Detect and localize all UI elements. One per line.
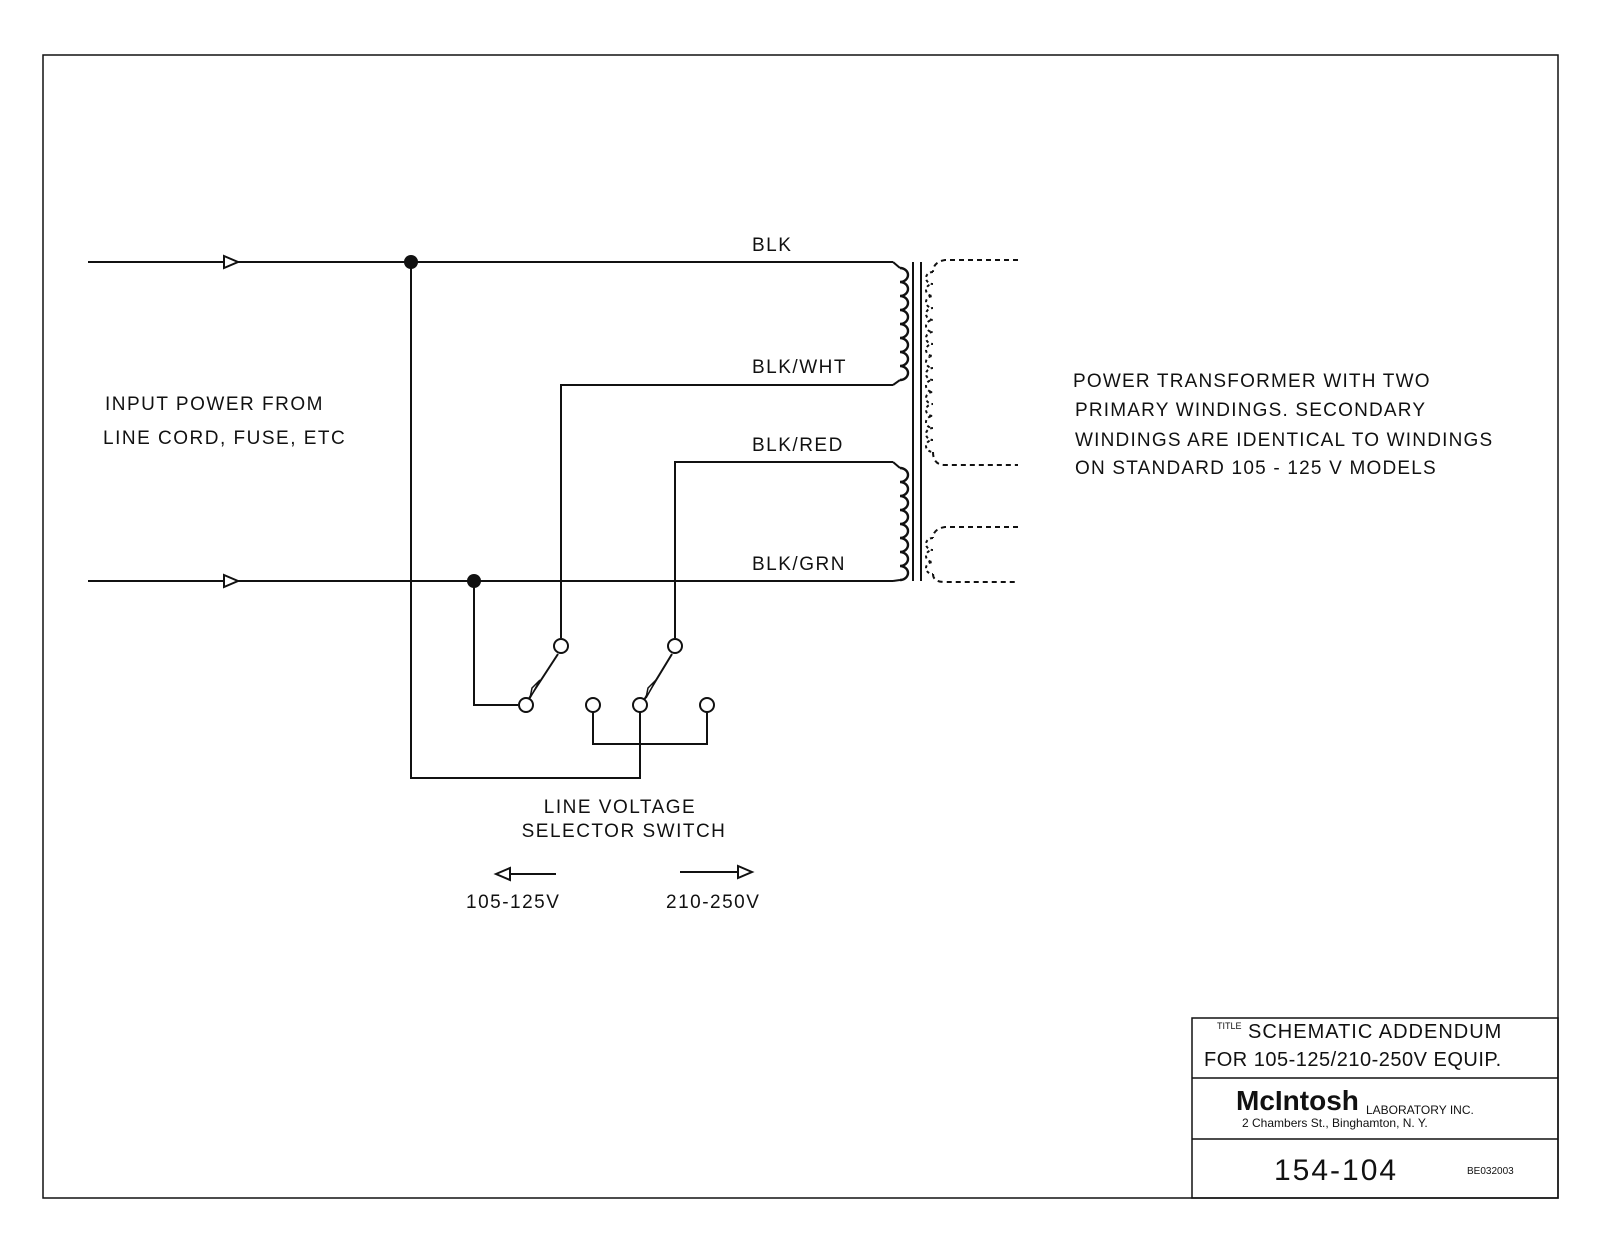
label-blk-wht: BLK/WHT: [752, 357, 847, 378]
drawing-border: [42, 54, 1559, 1199]
input-line-top: [88, 254, 893, 270]
transformer-note-line2: PRIMARY WINDINGS. SECONDARY: [1075, 400, 1426, 421]
input-line-bottom: [88, 573, 893, 589]
title-line1: SCHEMATIC ADDENDUM: [1248, 1021, 1502, 1043]
switch-terminal: [667, 638, 683, 654]
switch-blade-1: [527, 653, 559, 701]
switch-terminal: [632, 697, 648, 713]
transformer-secondary-winding-1: [925, 259, 1018, 466]
company-logo: McIntosh: [1236, 1085, 1359, 1116]
wire-contact-bridge: [592, 712, 708, 745]
switch-blade-2: [643, 653, 673, 701]
switch-terminal: [518, 697, 534, 713]
arrow-right-icon: [223, 254, 241, 270]
range-label-left: 105-125V: [466, 892, 560, 913]
wire-blk-wht: [560, 384, 893, 638]
company-name: LABORATORY INC.: [1366, 1103, 1474, 1117]
label-blk: BLK: [752, 235, 792, 256]
wire-blk-red: [674, 461, 893, 638]
transformer-primary-winding-1: [892, 261, 910, 386]
company-address: 2 Chambers St., Binghamton, N. Y.: [1242, 1116, 1428, 1130]
transformer-note-line4: ON STANDARD 105 - 125 V MODELS: [1075, 458, 1437, 479]
input-description-line1: INPUT POWER FROM: [105, 394, 324, 415]
label-blk-red: BLK/RED: [752, 435, 844, 456]
arrow-right-icon: [680, 864, 755, 880]
input-description-line2: LINE CORD, FUSE, ETC: [103, 428, 346, 449]
wire-common-return: [410, 262, 641, 779]
wire-switch1-feed: [473, 581, 518, 706]
switch-terminal: [585, 697, 601, 713]
transformer-primary-winding-2: [892, 461, 910, 582]
transformer-note-line3: WINDINGS ARE IDENTICAL TO WINDINGS: [1075, 430, 1493, 451]
title-line2: FOR 105-125/210-250V EQUIP.: [1204, 1049, 1502, 1071]
transformer-note-line1: POWER TRANSFORMER WITH TWO: [1073, 371, 1431, 392]
selector-caption-line1: LINE VOLTAGE: [544, 797, 696, 818]
title-tag: TITLE: [1217, 1021, 1242, 1031]
label-blk-grn: BLK/GRN: [752, 554, 846, 575]
arrow-left-icon: [493, 866, 556, 882]
title-block: TITLE SCHEMATIC ADDENDUM FOR 105-125/210…: [1191, 1017, 1559, 1199]
transformer-secondary-winding-2: [925, 526, 1018, 583]
switch-terminal: [553, 638, 569, 654]
arrow-right-icon: [223, 573, 241, 589]
switch-terminal: [699, 697, 715, 713]
range-label-right: 210-250V: [666, 892, 760, 913]
selector-caption-line2: SELECTOR SWITCH: [522, 821, 727, 842]
doc-code: BE032003: [1467, 1166, 1514, 1177]
drawing-number: 154-104: [1274, 1154, 1398, 1187]
